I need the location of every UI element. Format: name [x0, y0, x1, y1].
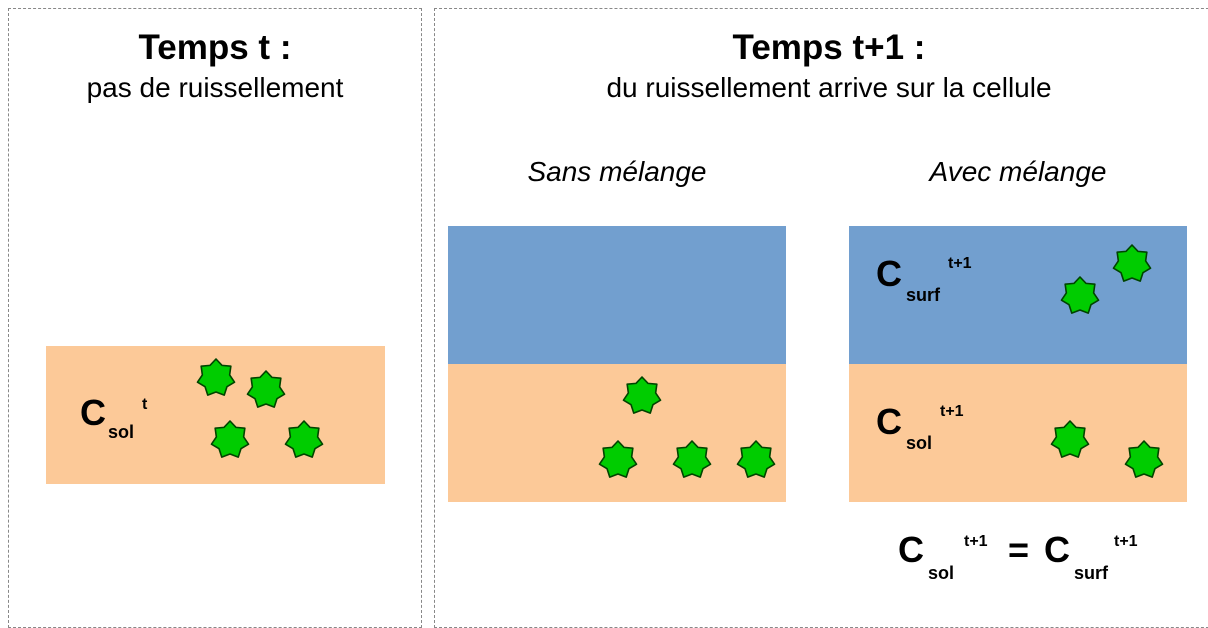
equation-lhs: C sol t+1 — [898, 532, 1008, 596]
c-base: C — [898, 529, 924, 570]
label-without-mixing: Sans mélange — [527, 156, 707, 187]
c-base: C — [876, 253, 902, 294]
subtitle-time-t: pas de ruissellement — [86, 72, 344, 103]
subtitle-time-t1: du ruissellement arrive sur la cellule — [606, 72, 1052, 103]
c-base: C — [876, 401, 902, 442]
c-surf-t1-label: C surf t+1 — [876, 256, 1006, 320]
water-layer — [448, 226, 786, 364]
pollutant-star-icon — [1060, 276, 1100, 316]
pollutant-star-icon — [672, 440, 712, 480]
c-sol-t-label: C sol t — [80, 395, 170, 455]
soil-layer — [849, 364, 1187, 502]
c-base: C — [1044, 529, 1070, 570]
cell-without-mixing — [448, 226, 786, 502]
label-with-mixing: Avec mélange — [929, 156, 1107, 187]
c-sub: sol — [108, 422, 135, 442]
c-sub: surf — [1074, 563, 1109, 583]
c-base: C — [80, 392, 106, 433]
equation: C sol t+1 = C surf t+1 — [898, 532, 1178, 606]
pollutant-star-icon — [598, 440, 638, 480]
title-time-t: Temps t : — [138, 28, 292, 67]
soil-layer — [448, 364, 786, 502]
equation-rhs: C surf t+1 — [1044, 532, 1174, 596]
equals-text: = — [1008, 529, 1030, 570]
title-time-t1: Temps t+1 : — [732, 28, 926, 67]
c-sup: t+1 — [940, 403, 964, 420]
pollutant-star-icon — [1112, 244, 1152, 284]
pollutant-star-icon — [1124, 440, 1164, 480]
c-sub: sol — [928, 563, 955, 583]
pollutant-star-icon — [736, 440, 776, 480]
c-sup: t+1 — [964, 533, 988, 550]
c-sub: sol — [906, 433, 933, 453]
c-sol-t1-label: C sol t+1 — [876, 404, 1006, 468]
pollutant-star-icon — [196, 358, 236, 398]
c-sup: t+1 — [1114, 533, 1138, 550]
pollutant-star-icon — [210, 420, 250, 460]
c-sub: surf — [906, 285, 941, 305]
c-sup: t+1 — [948, 255, 972, 272]
pollutant-star-icon — [246, 370, 286, 410]
pollutant-star-icon — [284, 420, 324, 460]
pollutant-star-icon — [1050, 420, 1090, 460]
c-sup: t — [142, 396, 148, 413]
pollutant-star-icon — [622, 376, 662, 416]
